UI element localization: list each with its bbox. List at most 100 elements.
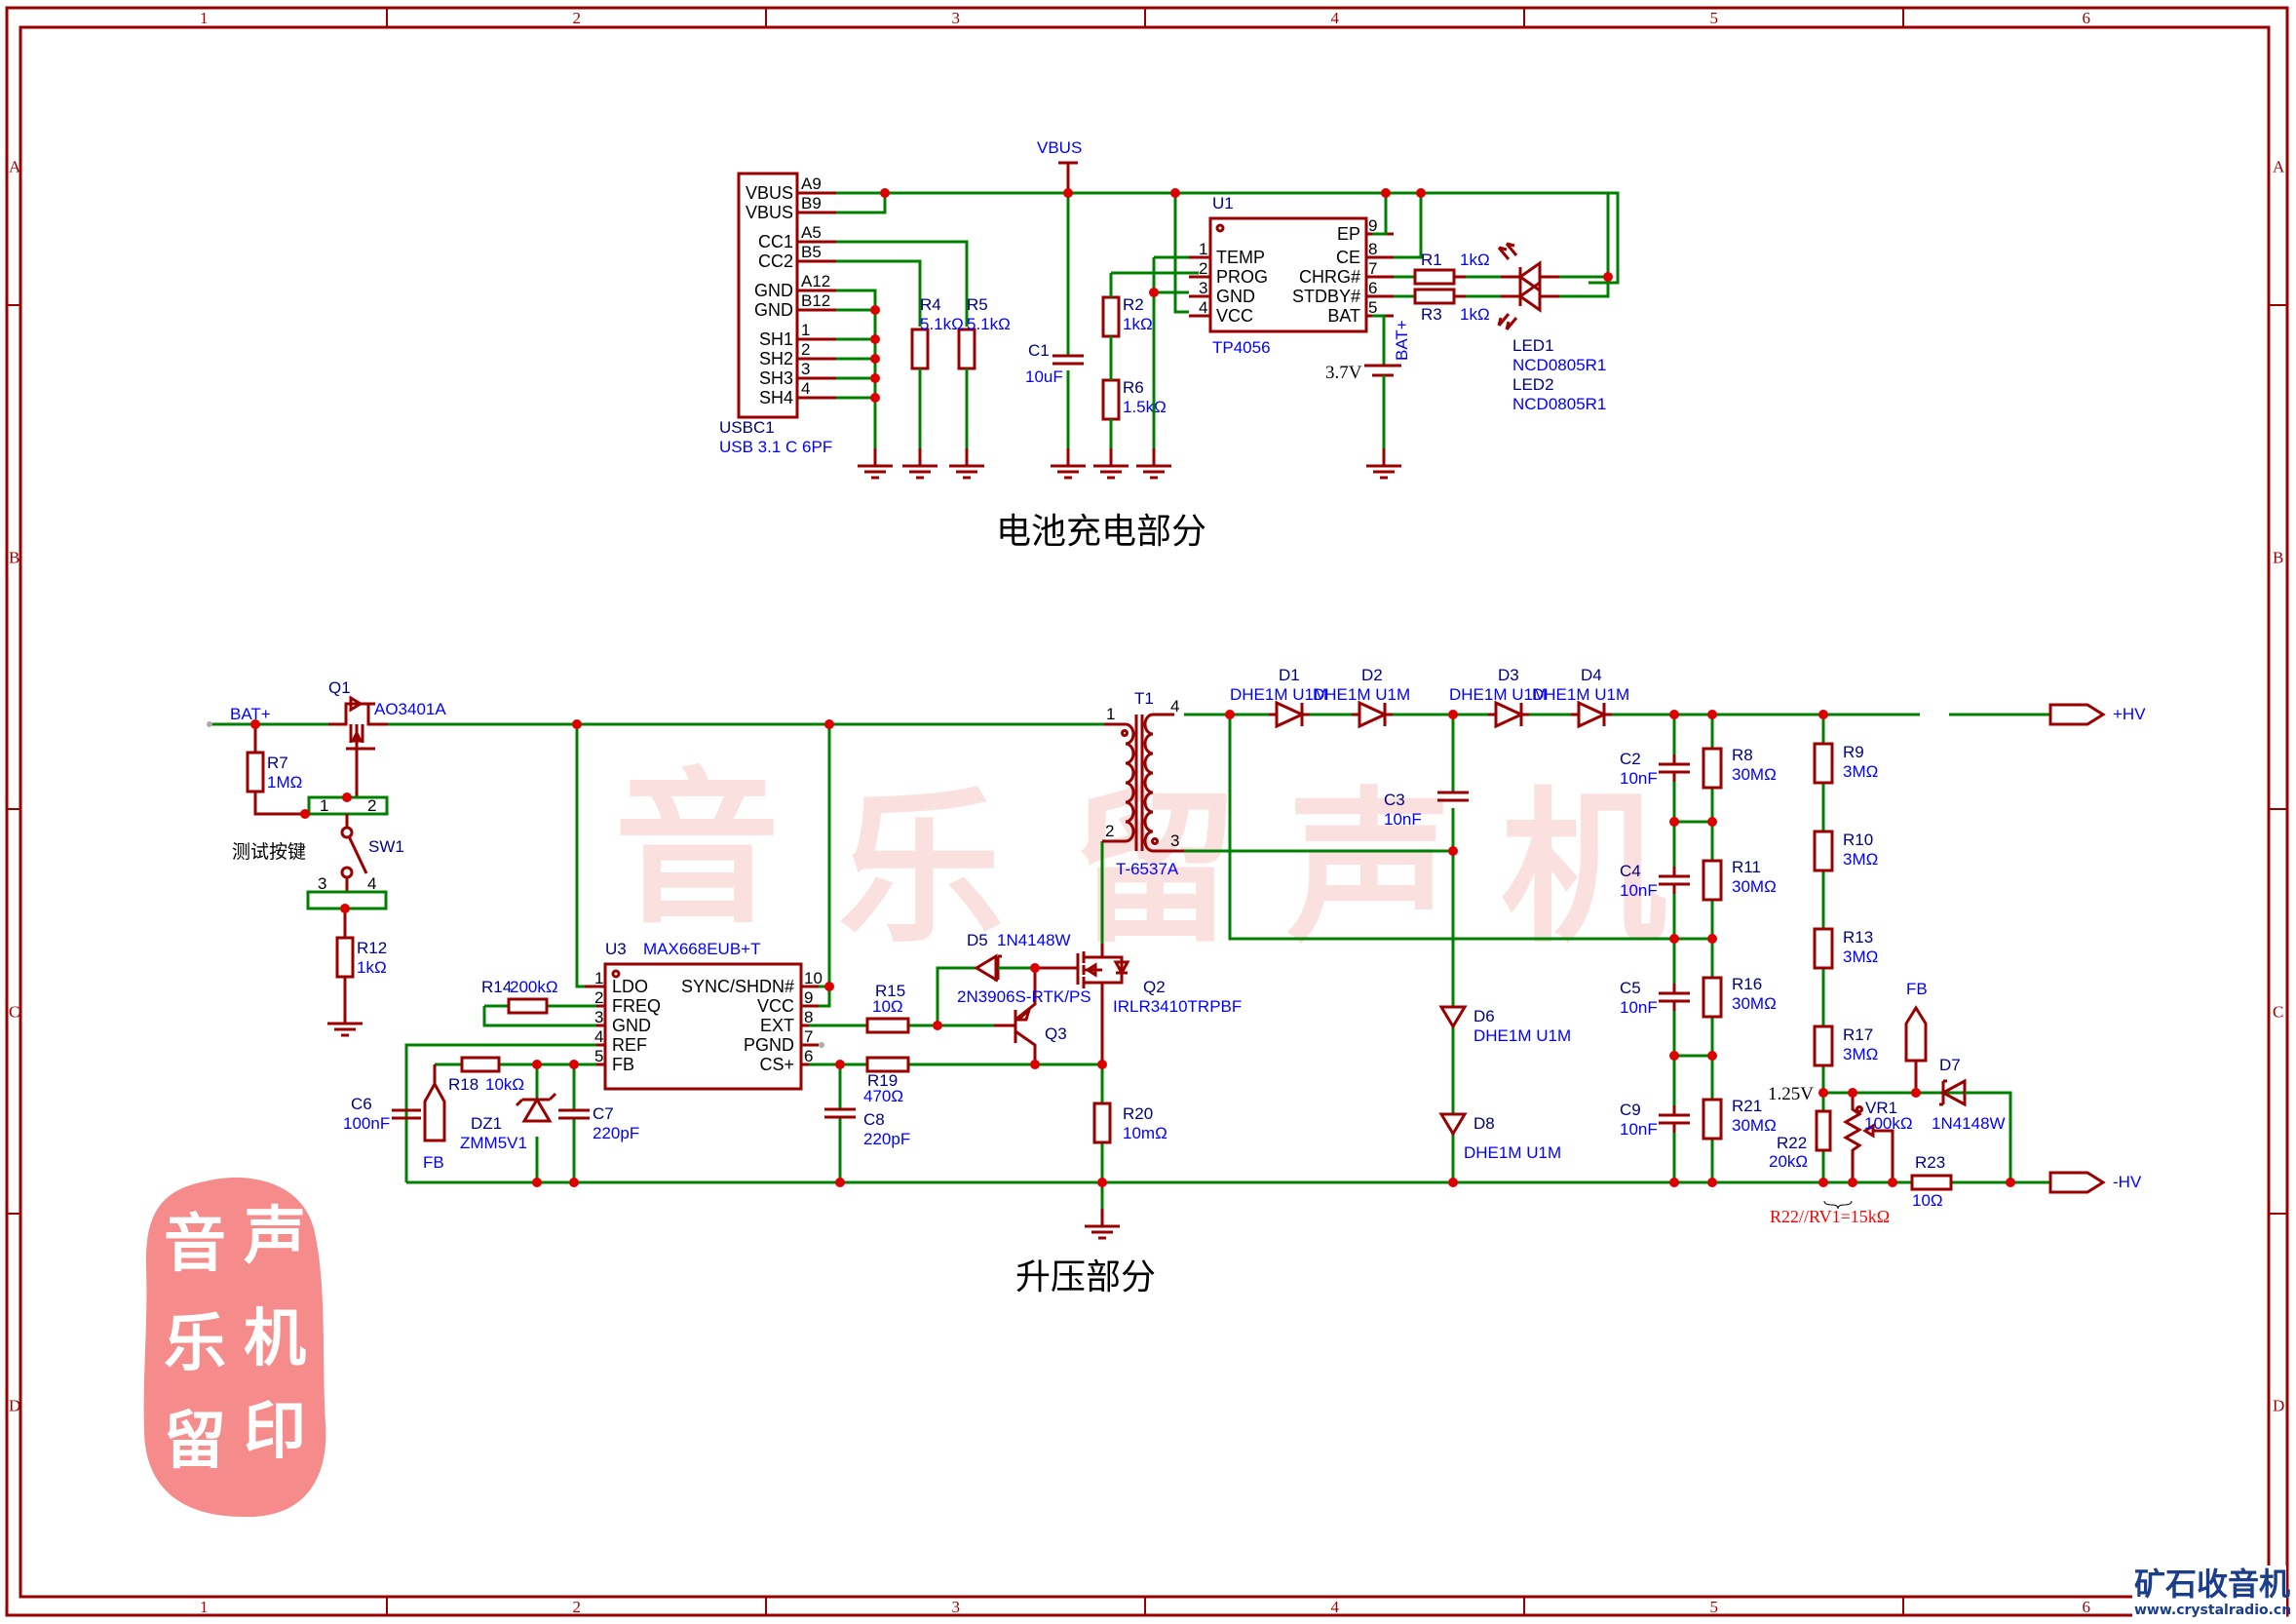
q1-value: AO3401A [374,700,446,718]
r15-resistor[interactable] [865,1017,910,1034]
junction-dot [870,334,880,344]
u3-pin-name: EXT [760,1016,794,1035]
c2-value: 10nF [1620,769,1658,788]
r7-resistor[interactable] [246,751,265,793]
r20-resistor[interactable] [1092,1102,1112,1144]
c7-capacitor[interactable] [558,1108,590,1120]
usbc1-ref: USBC1 [719,418,775,437]
r14-resistor[interactable] [507,997,549,1015]
q2-nmos[interactable] [1035,944,1130,1064]
r13-resistor[interactable] [1813,927,1834,970]
junction-dot [342,793,352,802]
dz1-value: ZMM5V1 [460,1134,527,1152]
fb-port-left [423,1064,446,1142]
d1-value: DHE1M U1M [1230,685,1327,704]
u1-pin1-marker [1215,223,1225,233]
r1-value: 1kΩ [1460,251,1490,269]
c8-capacitor[interactable] [824,1107,856,1119]
usbc1-body[interactable] [737,172,799,419]
r12-resistor[interactable] [335,936,355,979]
r2-resistor[interactable] [1101,295,1121,338]
battery-voltage: 3.7V [1325,363,1362,383]
q3-pnp[interactable] [994,968,1037,1064]
watermark-char: 机 [1501,771,1666,966]
frame-col-label: 2 [573,9,582,27]
r10-ref: R10 [1843,831,1873,849]
battery-symbol[interactable] [1364,364,1401,377]
ground-icon [949,448,984,480]
c5-capacitor[interactable] [1659,984,1690,1011]
diode-d2[interactable] [1352,700,1393,729]
u3-pin-number: 9 [804,988,813,1007]
r16-resistor[interactable] [1702,976,1723,1019]
r8-resistor[interactable] [1702,747,1723,790]
r1-resistor[interactable] [1413,268,1456,286]
t1-transformer[interactable] [1102,713,1184,853]
junction-dot [870,373,880,383]
logo-url[interactable]: www.crystalradio.cn [2134,1603,2291,1618]
r5-resistor[interactable] [957,328,976,370]
u1-pin-name: BAT [1327,306,1360,326]
r11-value: 30MΩ [1732,877,1777,896]
c4-value: 10nF [1620,881,1658,900]
r22-ref: R22 [1777,1134,1807,1152]
diode-d1[interactable] [1269,700,1310,729]
q1-pmos[interactable] [328,695,388,797]
c5-ref: C5 [1620,979,1641,997]
r13-value: 3MΩ [1843,947,1878,966]
r19-resistor[interactable] [865,1056,910,1073]
junction-dot [1888,1178,1897,1187]
r21-resistor[interactable] [1702,1098,1723,1141]
diode-d4[interactable] [1571,700,1612,729]
diode-d3[interactable] [1488,700,1529,729]
r6-ref: R6 [1123,378,1144,397]
r22-resistor[interactable] [1815,1109,1832,1152]
temp-wire [1152,255,1189,292]
u1-body[interactable] [1208,216,1368,333]
junction-dot [569,1178,579,1187]
led1-led2-symbol[interactable] [1497,242,1559,330]
d6-diode[interactable] [1438,1005,1468,1029]
c3-capacitor[interactable] [1437,791,1469,802]
c1-capacitor[interactable] [1052,354,1084,366]
frame-row-label: A [2273,158,2285,176]
d8-diode[interactable] [1438,1112,1468,1137]
sw1-pin-2: 2 [367,796,376,815]
hv-plus-port[interactable] [2048,703,2106,726]
c4-capacitor[interactable] [1659,867,1690,894]
site-logo[interactable]: 矿石收音机 www.crystalradio.cn [2132,1566,2291,1622]
logo-name: 矿石收音机 [2134,1566,2290,1603]
q3-ref: Q3 [1045,1025,1067,1043]
r18-resistor[interactable] [460,1056,501,1073]
u3-body[interactable] [603,962,803,1091]
c6-capacitor[interactable] [392,1108,421,1120]
r4-resistor[interactable] [910,328,930,370]
u3-pin-number: 4 [594,1027,603,1046]
sw1-ref: SW1 [368,837,404,856]
junction-dot [1707,817,1717,827]
dz1-ref: DZ1 [471,1114,502,1133]
r6-resistor[interactable] [1101,378,1121,421]
u3-pin-name: REF [612,1035,647,1055]
frame-row-label: C [2273,1003,2283,1022]
r14-value: 200kΩ [510,978,558,996]
r3-resistor[interactable] [1413,288,1456,305]
r10-resistor[interactable] [1813,830,1834,872]
hv-minus-port[interactable] [2048,1171,2106,1194]
r11-resistor[interactable] [1702,859,1723,902]
r23-resistor[interactable] [1910,1174,1953,1191]
dz1-zener[interactable] [515,1092,557,1123]
bat-plus-net-label: BAT+ [230,705,271,723]
usbc1-pin-name: VBUS [746,203,793,222]
junction-dot [824,982,834,991]
c7-ref: C7 [593,1104,614,1123]
c9-capacitor[interactable] [1659,1105,1690,1133]
r17-resistor[interactable] [1813,1025,1834,1067]
vr1-potentiometer[interactable] [1842,1093,1894,1182]
junction-dot [1030,1060,1040,1069]
sw1-switch[interactable] [306,795,389,910]
r9-resistor[interactable] [1813,742,1834,785]
c2-capacitor[interactable] [1659,754,1690,782]
u3-ref: U3 [605,940,627,958]
